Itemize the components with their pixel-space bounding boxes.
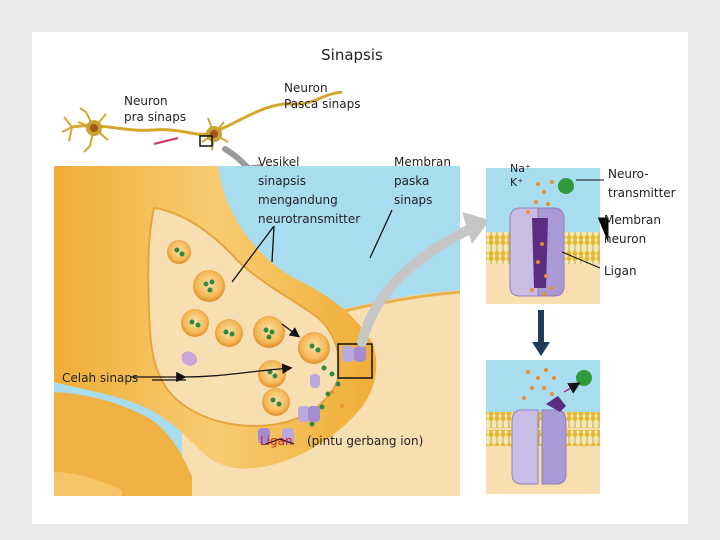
channel-closeup-bottom [486,360,600,494]
label-ligand: Ligan [604,264,637,278]
label-neuron-pre-1: Neuron [124,94,168,108]
vesicles [167,240,330,416]
label-vesicle-2: sinapsis [258,174,306,188]
label-membrane-post-3: sinaps [394,193,432,207]
label-vesicle-4: neurotransmitter [258,212,360,226]
label-vesicle-1: Vesikel [258,155,299,169]
label-membrane-post-1: Membran [394,155,451,169]
label-neurotransmitter-1: Neuro- [608,167,649,181]
label-ion-na: Na⁺ [510,162,531,175]
label-neuron-pre-2: pra sinaps [124,110,186,124]
down-arrow-icon [532,310,550,356]
page-title: Sinapsis [321,46,383,64]
label-neurotransmitter-2: transmitter [608,186,676,200]
label-ligand-gate: (pintu gerbang ion) [307,434,423,448]
label-ligand-red: Ligan [260,434,293,448]
released-neurotransmitter [309,365,341,427]
zoom-box [337,343,373,379]
label-ion-k: K⁺ [510,176,523,189]
label-membrane-post-2: paska [394,174,429,188]
channel-closeup-top [486,168,609,304]
label-neuron-post-1: Neuron [284,81,328,95]
label-neuron-post-2: Pasca sinaps [284,97,360,111]
synapse-main-panel [54,166,490,496]
label-membrane-neuron-2: neuron [604,232,646,246]
label-cleft: Celah sinaps [62,371,138,385]
label-vesicle-3: mengandung [258,193,338,207]
synapse-diagram: Sinapsis Neuron pra sinaps Neuron Pasca … [54,46,676,496]
label-membrane-neuron-1: Membran [604,213,661,227]
ligand-gated-channels [181,346,366,444]
slide: Sinapsis Neuron pra sinaps Neuron Pasca … [32,32,688,524]
